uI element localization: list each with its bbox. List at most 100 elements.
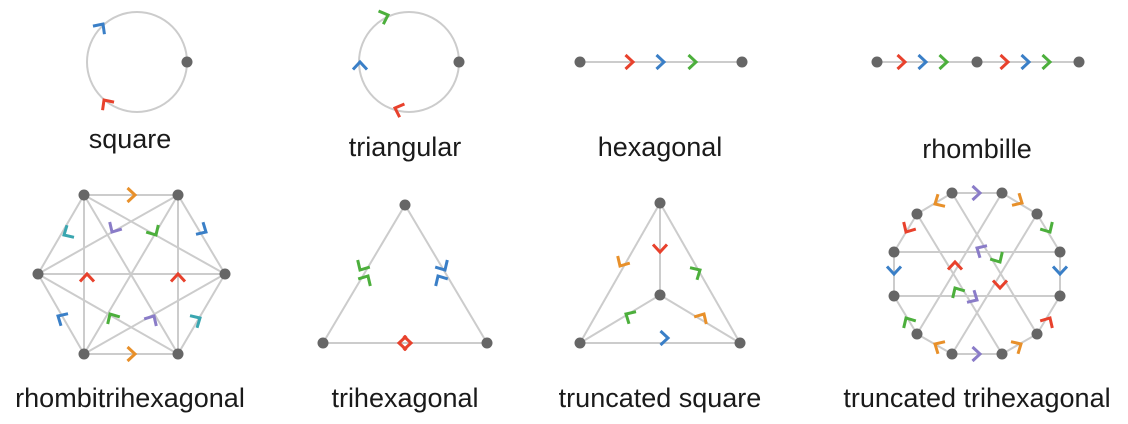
- edge-direction-chevron-icon: [108, 221, 123, 234]
- edge-direction-chevron-icon: [92, 22, 106, 35]
- edge-line: [404, 204, 488, 344]
- edge-direction-chevron-icon: [126, 345, 138, 363]
- vertex-dot: [736, 56, 748, 68]
- vertex-dot: [453, 56, 465, 68]
- edge-direction-chevron-icon: [189, 314, 202, 329]
- diagram-rhombitrihexagonal: [32, 186, 231, 363]
- edge-direction-chevron-icon: [933, 193, 946, 208]
- vertex-dot: [574, 56, 586, 68]
- edge-direction-chevron-icon: [126, 186, 138, 204]
- vertex-dot: [971, 56, 983, 68]
- label-triangular: triangular: [348, 132, 462, 162]
- label-trihexagonal: trihexagonal: [331, 383, 479, 413]
- vertex-dot: [1031, 328, 1043, 340]
- edge-direction-chevron-icon: [951, 286, 966, 299]
- edge-direction-chevron-icon: [434, 259, 449, 272]
- vertex-dot: [78, 348, 90, 360]
- label-rhombitrihexagonal: rhombitrihexagonal: [15, 383, 245, 413]
- edge-line: [37, 194, 179, 275]
- edge-direction-chevron-icon: [402, 334, 414, 352]
- edge-direction-chevron-icon: [434, 274, 449, 287]
- vertex-dot: [946, 187, 958, 199]
- edge-direction-chevron-icon: [687, 53, 699, 71]
- vertex-dot: [888, 290, 900, 302]
- edge-direction-chevron-icon: [143, 314, 158, 327]
- vertex-dot: [996, 348, 1008, 360]
- edge-direction-chevron-icon: [1010, 340, 1023, 355]
- vertex-dot: [172, 189, 184, 201]
- edge-direction-chevron-icon: [885, 265, 903, 277]
- edge-direction-chevron-icon: [1051, 265, 1069, 277]
- label-rhombille: rhombille: [922, 134, 1032, 164]
- edge-direction-chevron-icon: [989, 251, 1004, 264]
- edge-line: [1036, 295, 1061, 335]
- edge-direction-chevron-icon: [56, 312, 69, 327]
- edge-direction-chevron-icon: [1020, 53, 1032, 71]
- edge-direction-chevron-icon: [971, 184, 983, 202]
- edge-direction-chevron-icon: [62, 224, 75, 239]
- edge-line: [177, 273, 226, 355]
- vertex-dot: [911, 328, 923, 340]
- edge-direction-chevron-icon: [693, 312, 708, 325]
- vertex-dot: [317, 337, 329, 349]
- edge-line: [579, 202, 661, 344]
- vertex-dot: [996, 187, 1008, 199]
- label-square: square: [88, 124, 172, 154]
- vertex-dot: [32, 268, 44, 280]
- edge-line: [37, 194, 85, 275]
- edge-direction-chevron-icon: [902, 221, 917, 234]
- vertex-dot: [399, 199, 411, 211]
- edge-line: [579, 294, 661, 344]
- edge-direction-chevron-icon: [655, 53, 667, 71]
- vertex-dot: [734, 337, 746, 349]
- edge-direction-chevron-icon: [78, 271, 96, 283]
- edge-direction-chevron-icon: [1041, 53, 1053, 71]
- diagram-triangular: [351, 9, 465, 118]
- vertex-dot: [1031, 208, 1043, 220]
- edge-direction-chevron-icon: [624, 53, 636, 71]
- vertex-dot: [181, 56, 193, 68]
- vertex-dot: [946, 348, 958, 360]
- edge-direction-chevron-icon: [1039, 221, 1054, 234]
- vertex-dot: [654, 197, 666, 209]
- edge-direction-chevron-icon: [195, 221, 208, 236]
- edge-direction-chevron-icon: [991, 279, 1009, 291]
- edge-direction-chevron-icon: [902, 316, 917, 329]
- edge-direction-chevron-icon: [946, 259, 964, 271]
- edge-line: [37, 273, 179, 355]
- edge-direction-chevron-icon: [966, 289, 979, 304]
- edge-direction-chevron-icon: [356, 259, 371, 272]
- edge-direction-chevron-icon: [351, 59, 369, 71]
- vertex-dot: [219, 268, 231, 280]
- edge-line: [83, 194, 179, 355]
- vertex-dot: [481, 337, 493, 349]
- edge-direction-chevron-icon: [145, 224, 160, 237]
- edge-line: [916, 213, 1003, 355]
- edge-direction-chevron-icon: [975, 244, 988, 259]
- edge-direction-chevron-icon: [357, 274, 372, 287]
- edge-direction-chevron-icon: [616, 255, 631, 268]
- vertex-dot: [654, 289, 666, 301]
- vertex-dot: [78, 189, 90, 201]
- edge-direction-chevron-icon: [106, 312, 121, 325]
- vertex-dot: [1054, 290, 1066, 302]
- label-truncated-trihexagonal: truncated trihexagonal: [843, 383, 1111, 413]
- vertex-dot: [1073, 56, 1085, 68]
- edge-line: [322, 204, 406, 344]
- diagram-square: [86, 11, 193, 113]
- edge-direction-chevron-icon: [392, 102, 406, 118]
- diagram-hexagonal: [574, 53, 748, 71]
- edge-direction-chevron-icon: [938, 53, 950, 71]
- edge-line: [893, 295, 918, 335]
- vertex-dot: [1054, 246, 1066, 258]
- edge-direction-chevron-icon: [101, 98, 115, 111]
- edge-direction-chevron-icon: [651, 243, 669, 255]
- edge-line: [951, 192, 1038, 335]
- vertex-dot: [574, 337, 586, 349]
- edge-line: [916, 192, 1003, 335]
- edge-direction-chevron-icon: [1039, 316, 1054, 329]
- vertex-dot: [911, 208, 923, 220]
- edge-loop: [358, 11, 460, 113]
- edge-direction-chevron-icon: [624, 310, 637, 325]
